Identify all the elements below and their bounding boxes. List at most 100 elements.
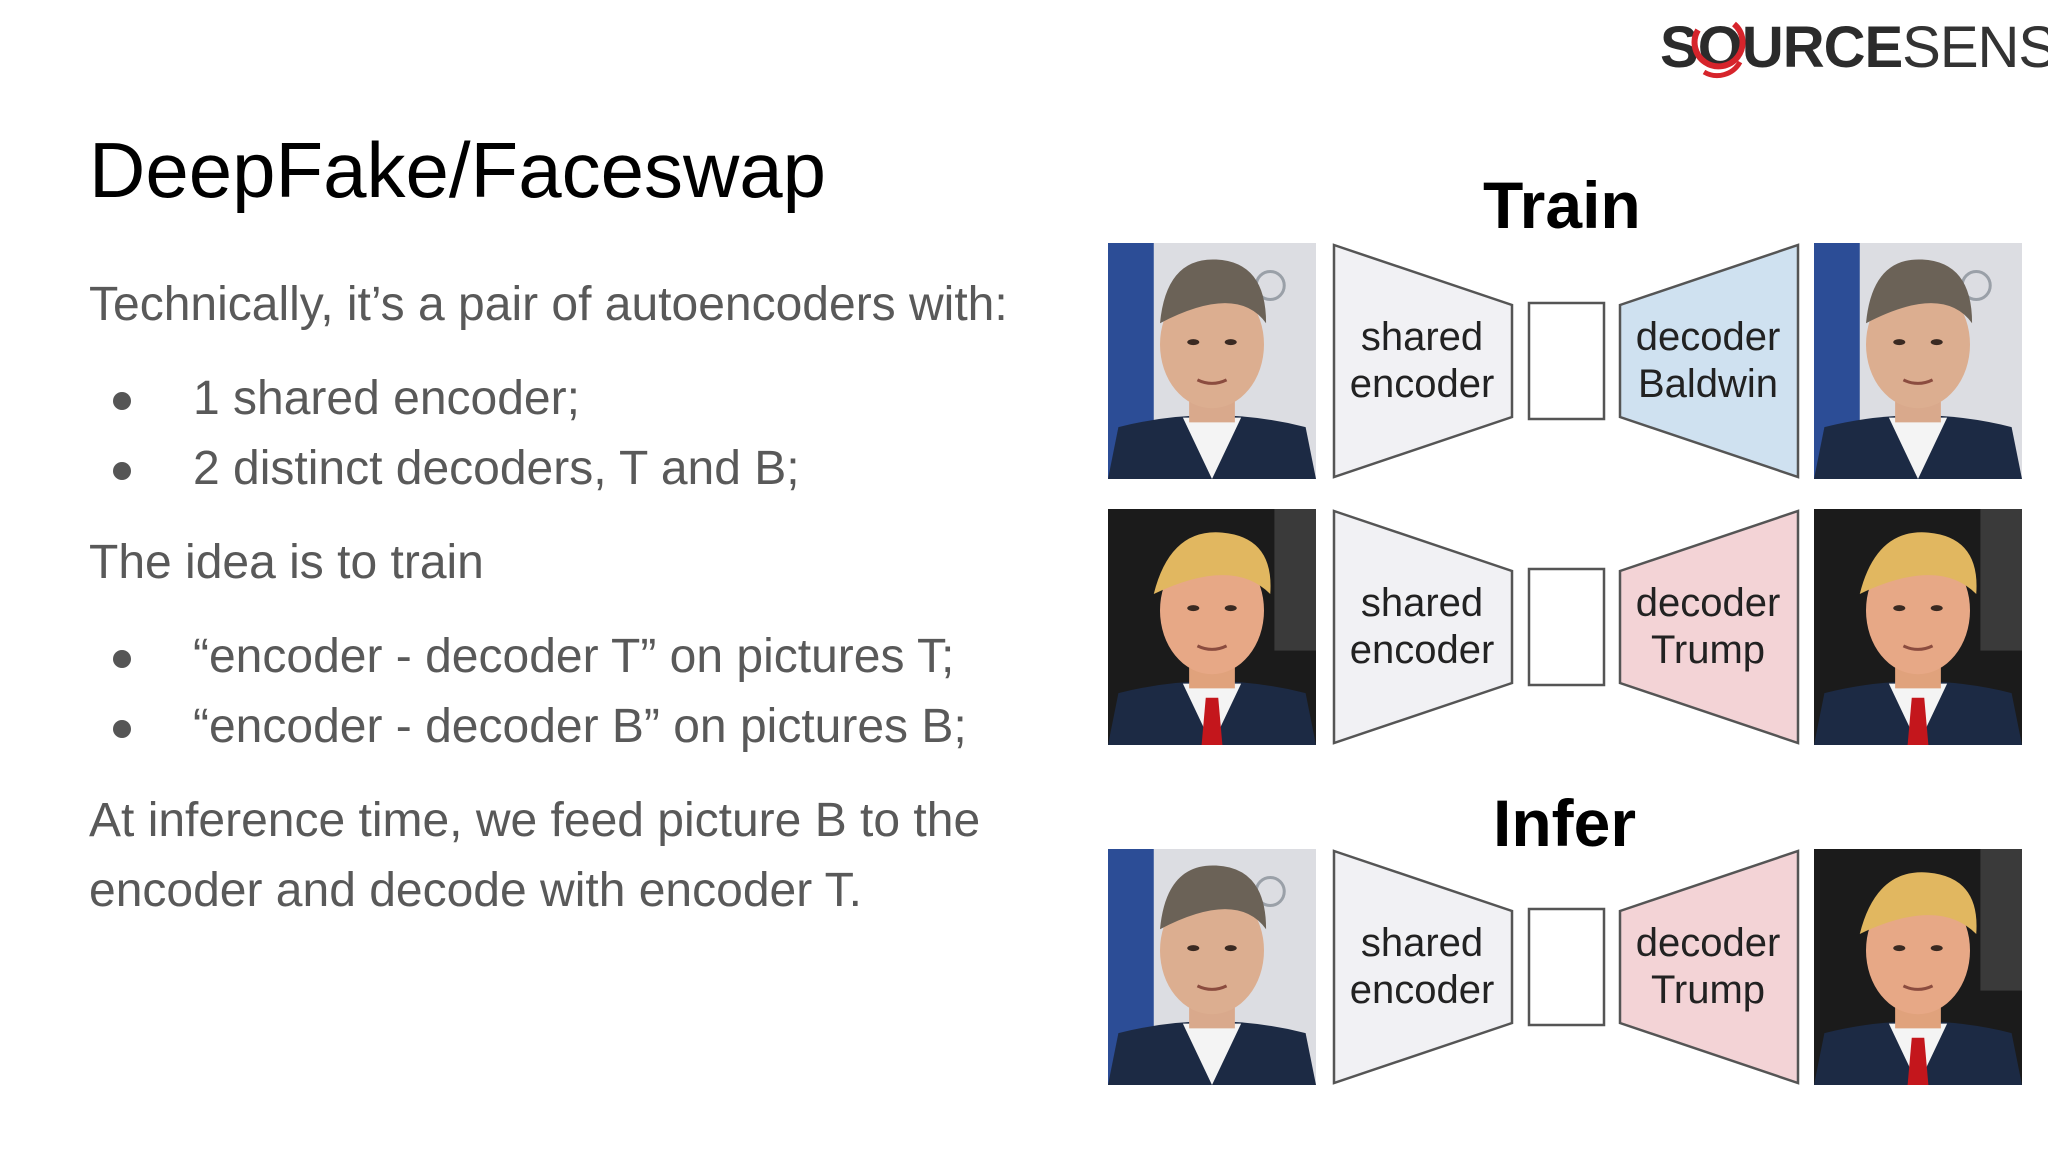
conclusion-paragraph: At inference time, we feed picture B to … xyxy=(89,794,981,917)
latent-box xyxy=(1527,567,1606,687)
baldwin-face-image xyxy=(1814,243,2022,479)
encoder-label-line: encoder xyxy=(1349,628,1495,672)
latent-box xyxy=(1527,907,1606,1027)
baldwin-face-image xyxy=(1108,849,1316,1085)
decoder-shape xyxy=(1618,509,1800,745)
shirt xyxy=(1182,1023,1242,1085)
decoder-label-line: decoder xyxy=(1635,581,1781,625)
decoder-shape xyxy=(1618,243,1800,479)
baldwin-face-image xyxy=(1108,243,1316,479)
latent-box xyxy=(1527,301,1606,421)
logo-o-ring: O xyxy=(1691,14,1746,81)
encoder-label-line: encoder xyxy=(1349,362,1495,406)
bullet-list-1: 1 shared encoder; 2 distinct decoders, T… xyxy=(89,364,1069,504)
trump-face-image xyxy=(1814,849,2022,1085)
idea-paragraph: The idea is to train xyxy=(89,536,484,589)
mouth xyxy=(1196,644,1228,651)
left-eye xyxy=(1187,945,1200,952)
photo-backdrop xyxy=(1274,509,1316,651)
bullet-dot-icon xyxy=(113,650,131,668)
train-heading: Train xyxy=(1483,168,1641,242)
bullet-dot-icon xyxy=(113,392,131,410)
bullet-dot-icon xyxy=(113,462,131,480)
face xyxy=(1160,886,1264,1015)
right-eye xyxy=(1224,339,1237,346)
tie xyxy=(1201,697,1223,745)
encoder-shape xyxy=(1332,509,1514,745)
mouth xyxy=(1902,984,1934,991)
right-eye xyxy=(1930,605,1943,612)
encoder-label-line: shared xyxy=(1360,315,1484,359)
shirt xyxy=(1182,417,1242,479)
logo-bold-text: URCE xyxy=(1741,15,1903,80)
face xyxy=(1160,280,1264,409)
intro-paragraph: Technically, it’s a pair of autoencoders… xyxy=(89,278,1008,331)
bullet-text: “encoder - decoder B” on pictures B; xyxy=(193,700,967,753)
bullet-dot-icon xyxy=(113,720,131,738)
diagram-row xyxy=(1108,849,2022,1085)
diagram-canvas xyxy=(1108,243,2022,1085)
diagram-row xyxy=(1108,243,2022,479)
mouth xyxy=(1196,984,1228,991)
hair xyxy=(1160,259,1267,324)
right-eye xyxy=(1930,945,1943,952)
trump-face-image xyxy=(1108,509,1316,745)
bullet-item: 1 shared encoder; xyxy=(89,364,1069,434)
encoder-shape xyxy=(1332,243,1514,479)
bullet-text: 1 shared encoder; xyxy=(193,372,580,425)
slide-body: Technically, it’s a pair of autoencoders… xyxy=(89,270,1069,926)
mouth xyxy=(1196,378,1228,385)
bullet-text: 2 distinct decoders, T and B; xyxy=(193,442,800,495)
left-eye xyxy=(1893,605,1906,612)
bullet-text: “encoder - decoder T” on pictures T; xyxy=(193,630,955,683)
decoder-label-line: decoder xyxy=(1635,921,1781,965)
tie xyxy=(1907,1037,1929,1085)
slide-title: DeepFake/Faceswap xyxy=(89,126,827,214)
bullet-item: “encoder - decoder B” on pictures B; xyxy=(89,692,1069,762)
mouth xyxy=(1902,644,1934,651)
bullet-list-2: “encoder - decoder T” on pictures T; “en… xyxy=(89,622,1069,762)
face xyxy=(1866,280,1970,409)
decoder-label-line: Trump xyxy=(1650,628,1766,672)
left-eye xyxy=(1187,339,1200,346)
photo-backdrop xyxy=(1980,849,2022,991)
hair xyxy=(1153,532,1271,594)
decoder-label-line: Baldwin xyxy=(1637,362,1779,406)
encoder-label-line: encoder xyxy=(1349,968,1495,1012)
photo-backdrop xyxy=(1980,509,2022,651)
logo-ring-icon xyxy=(1691,21,1746,79)
sourcesense-logo: S O URCE SENSE xyxy=(1660,10,2048,85)
hair xyxy=(1160,865,1267,930)
left-eye xyxy=(1893,945,1906,952)
decoder-label-line: decoder xyxy=(1635,315,1781,359)
right-eye xyxy=(1224,945,1237,952)
tie xyxy=(1907,697,1929,745)
hair xyxy=(1859,872,1977,934)
decoder-shape xyxy=(1618,849,1800,1085)
mouth xyxy=(1902,378,1934,385)
hair xyxy=(1859,532,1977,594)
left-eye xyxy=(1187,605,1200,612)
right-eye xyxy=(1224,605,1237,612)
trump-face-image xyxy=(1814,509,2022,745)
encoder-label-line: shared xyxy=(1360,581,1484,625)
infer-heading: Infer xyxy=(1493,786,1637,860)
decoder-label-line: Trump xyxy=(1650,968,1766,1012)
right-eye xyxy=(1930,339,1943,346)
shirt xyxy=(1888,417,1948,479)
encoder-shape xyxy=(1332,849,1514,1085)
bullet-item: 2 distinct decoders, T and B; xyxy=(89,434,1069,504)
hair xyxy=(1866,259,1973,324)
logo-light-text: SENSE xyxy=(1902,15,2048,80)
bullet-item: “encoder - decoder T” on pictures T; xyxy=(89,622,1069,692)
left-eye xyxy=(1893,339,1906,346)
encoder-label-line: shared xyxy=(1360,921,1484,965)
diagram-row xyxy=(1108,509,2022,745)
